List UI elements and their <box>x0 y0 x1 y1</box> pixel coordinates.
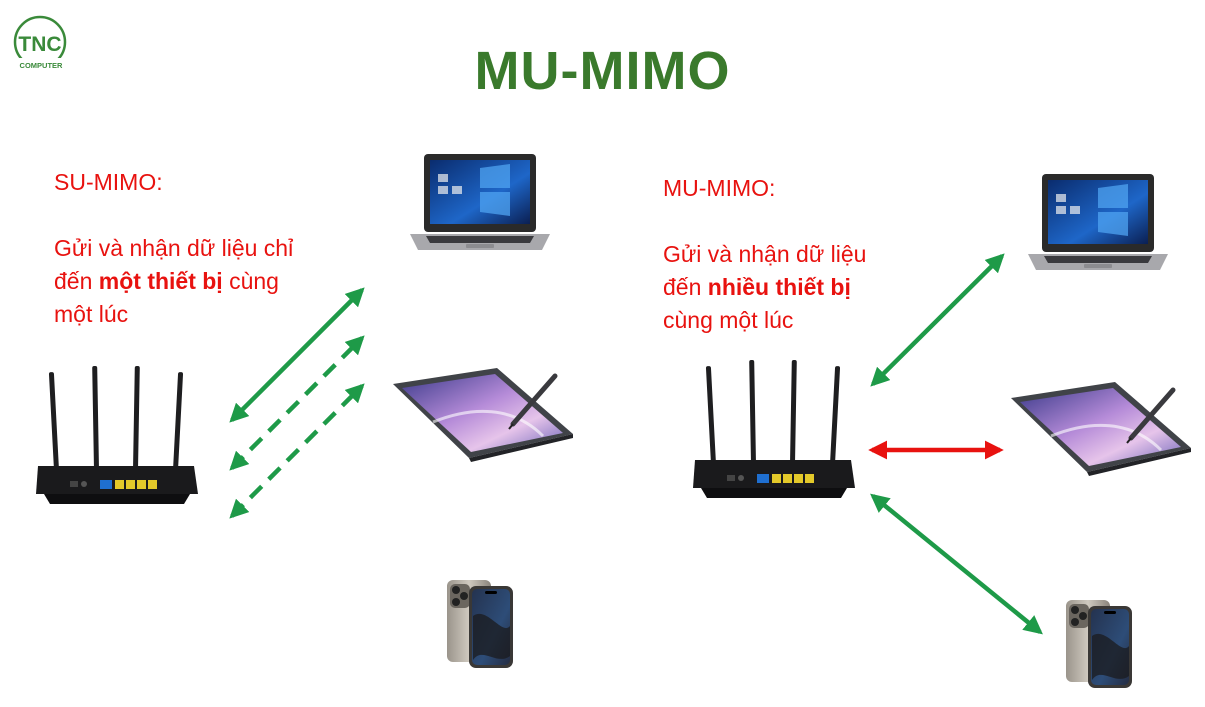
su-mimo-line1: Gửi và nhận dữ liệu chỉ <box>54 235 294 261</box>
logo-text: TNC <box>18 33 61 56</box>
mu-arrow-laptop <box>870 253 1005 387</box>
logo-subtext: COMPUTER <box>20 61 64 70</box>
su-mimo-line2-bold: một thiết bị <box>98 268 223 294</box>
su-mimo-line3: một lúc <box>54 301 129 327</box>
su-arrow-phone-dashed <box>229 383 365 519</box>
mu-mimo-line2-bold: nhiều thiết bị <box>707 274 851 300</box>
mu-mimo-line1: Gửi và nhận dữ liệu <box>663 241 867 267</box>
su-mimo-heading: SU-MIMO: <box>54 169 163 195</box>
mu-mimo-heading: MU-MIMO: <box>663 175 776 201</box>
page-title: MU-MIMO <box>474 41 731 101</box>
su-mimo-line2-prefix: đến <box>54 268 99 294</box>
mu-arrow-phone <box>870 493 1043 635</box>
mu-mimo-description: MU-MIMO: Gửi và nhận dữ liệu đến nhiều t… <box>663 172 866 337</box>
tnc-computer-logo: TNC COMPUTER <box>13 15 68 71</box>
mu-mimo-line3: cùng một lúc <box>663 307 794 333</box>
mu-mimo-line2-prefix: đến <box>663 274 708 300</box>
